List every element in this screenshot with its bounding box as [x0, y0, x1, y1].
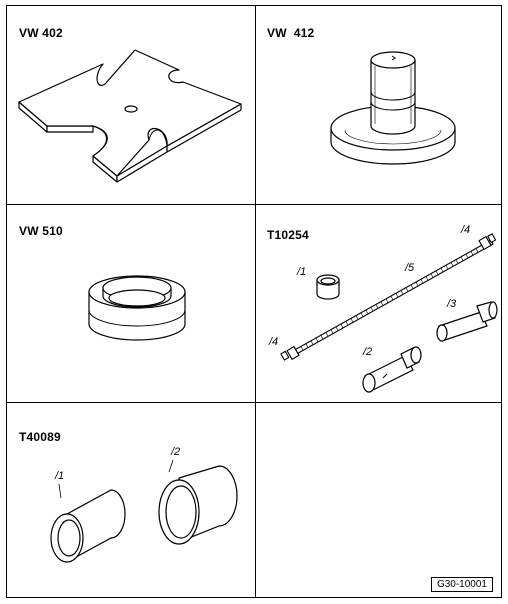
callout-4-top: /4 [461, 224, 471, 236]
callout-2: /2 [363, 346, 373, 358]
tool-label-t10254: T10254 [267, 228, 309, 242]
cell-vw402: VW 402 [7, 6, 255, 204]
callout-t40089-2: /2 [171, 446, 181, 458]
tool-label-vw510: VW 510 [19, 224, 63, 238]
callout-4-bottom: /4 [269, 336, 279, 348]
callout-5: /5 [405, 262, 415, 274]
cell-empty [255, 402, 503, 599]
row-divider-1 [7, 204, 501, 205]
cell-t10254: T10254 /1 /2 /3 /4 /4 /5 [255, 204, 503, 402]
cell-vw510: VW 510 [7, 204, 255, 402]
sleeves-drawing [7, 402, 255, 599]
cell-vw412: VW 412 [255, 6, 503, 204]
tool-label-vw402: VW 402 [19, 26, 63, 40]
sleeve-drawing [7, 204, 255, 402]
tool-table: VW 402 VW 412 [6, 5, 502, 598]
column-divider [255, 6, 256, 597]
figure-reference: G30-10001 [430, 577, 493, 592]
callout-1: /1 [297, 266, 307, 278]
tool-label-vw412: VW 412 [267, 26, 315, 40]
callout-t40089-1: /1 [55, 470, 65, 482]
plate-drawing [7, 6, 255, 204]
tool-label-t40089: T40089 [19, 430, 61, 444]
row-divider-2 [7, 402, 501, 403]
callout-3: /3 [447, 298, 457, 310]
cell-t40089: T40089 /1 /2 [7, 402, 255, 599]
threaded-rod-set-drawing [255, 204, 503, 402]
press-tool-drawing [255, 6, 503, 204]
